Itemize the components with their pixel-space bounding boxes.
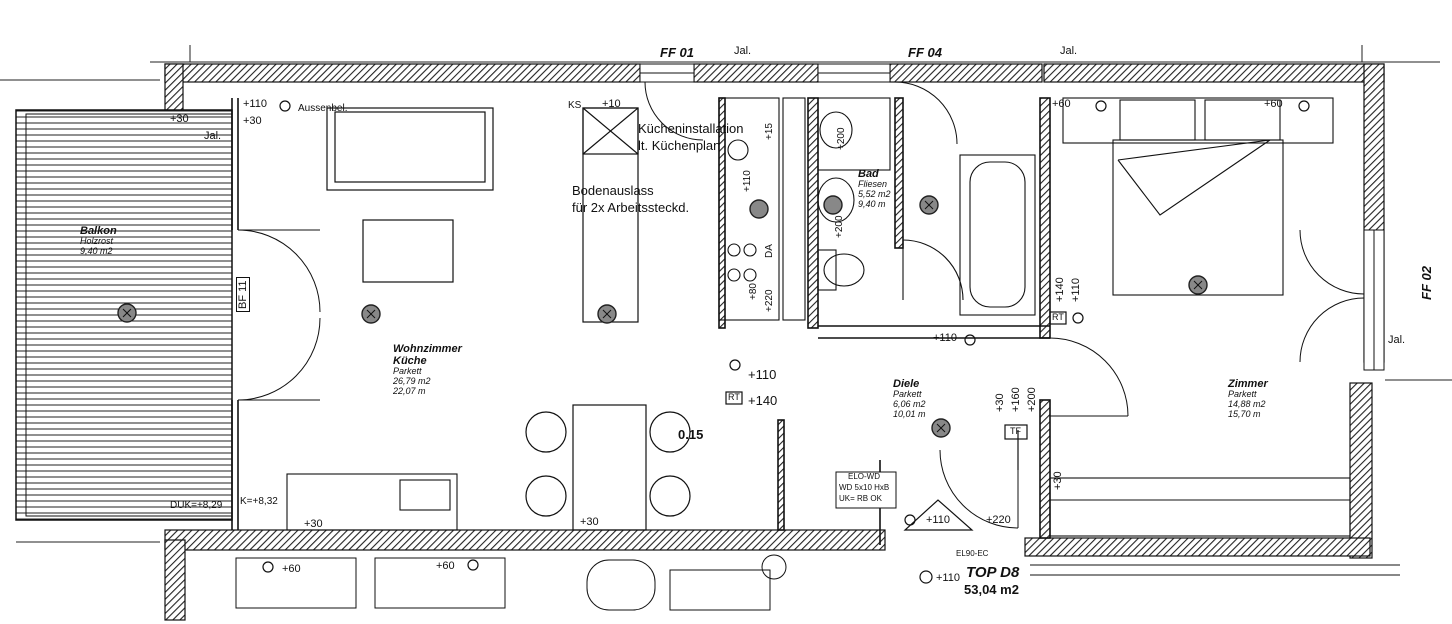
room-zimmer-name: Zimmer (1228, 378, 1268, 390)
unit-name: TOP D8 (966, 564, 1020, 581)
sofa (326, 107, 494, 191)
pos-p200: +200 (1026, 387, 1038, 412)
label-bodenauslass-1: Bodenauslass (572, 183, 654, 198)
wardrobe (1049, 477, 1351, 537)
room-zimmer-floor: Parkett (1228, 389, 1257, 400)
bath-fixtures (817, 97, 1036, 316)
pos-p60-bot-b: +60 (436, 560, 455, 572)
pos-p60-top-a: +60 (1052, 98, 1071, 110)
elo-box (835, 471, 897, 509)
room-wohnen-floor: Parkett (393, 366, 422, 377)
label-ks: KS (568, 100, 582, 111)
pos-p30-wall: +30 (1052, 471, 1064, 490)
pos-p60-bot-a: +60 (282, 563, 301, 575)
label-duk: DUK=+8,29 (170, 500, 223, 511)
light-crosses (122, 200, 1203, 433)
top-d8-prefix: EL90-EC (956, 549, 989, 558)
label-kitchen-install-2: lt. Küchenplan (638, 138, 721, 153)
label-jal-top1: Jal. (734, 45, 752, 57)
room-diele-area: 6,06 m2 (893, 398, 926, 409)
label-left-p30: +30 (170, 113, 189, 125)
room-balkon-name: Balkon (80, 225, 117, 237)
room-bad: Bad Fliesen 5,52 m2 9,40 m (858, 168, 891, 210)
lower-units (235, 554, 1400, 611)
label-bodenauslass-2: für 2x Arbeitssteckd. (572, 200, 690, 215)
room-balkon-area: 9,40 m2 (80, 245, 113, 256)
label-jal-right: Jal. (1388, 334, 1406, 346)
unit-area: 53,04 m2 (964, 582, 1019, 597)
sideboard (286, 473, 458, 531)
bed (1062, 97, 1334, 296)
bad-da: DA (764, 244, 775, 258)
dining-table (525, 404, 691, 531)
door-swings (237, 81, 1365, 529)
room-zimmer-area: 14,88 m2 (1228, 398, 1266, 409)
label-ff01: FF 01 (660, 45, 694, 60)
label-jal-left: Jal. (204, 130, 222, 142)
label-tf: TF (1010, 426, 1021, 436)
room-bad-floor: Fliesen (858, 179, 888, 190)
room-diele-name: Diele (893, 378, 920, 390)
room-diele: Diele Parkett 6,06 m2 10,01 m (893, 378, 926, 420)
pos-p140-r: +140 (1054, 277, 1066, 302)
pos-p110-bottom: +110 (926, 514, 950, 526)
label-aussen-p110: +110 (243, 98, 267, 110)
pos-p160: +160 (1010, 387, 1022, 412)
room-balkon-floor: Holzrost (80, 236, 114, 247)
label-rt-b: RT (1052, 312, 1064, 322)
balcony (15, 109, 233, 521)
dimension-lines (0, 45, 1452, 543)
pos-p60-top-b: +60 (1264, 98, 1283, 110)
room-bad-perim: 9,40 m (858, 198, 886, 209)
bad-vert-6: +220 (764, 289, 775, 312)
pos-p110-top-d8: +110 (936, 572, 960, 584)
bad-vert-1: +15 (764, 123, 775, 140)
pos-p110-r: +110 (1070, 278, 1082, 302)
pos-p140-mid: +140 (748, 393, 778, 408)
label-ks-p10: +10 (602, 98, 621, 110)
room-zimmer: Zimmer Parkett 14,88 m2 15,70 m (1228, 378, 1268, 420)
bad-vert-2: +200 (836, 127, 847, 150)
label-ff02: FF 02 (1419, 266, 1434, 300)
pos-p220: +220 (986, 514, 1011, 526)
exterior-walls (164, 63, 1385, 621)
room-wohnen: Wohnzimmer Küche Parkett 26,79 m2 22,07 … (393, 343, 462, 397)
room-wohnen-area: 26,79 m2 (393, 376, 431, 387)
coffee-table (362, 219, 454, 283)
label-rt-a: RT (728, 392, 740, 402)
label-kitchen-install-1: Kücheninstallation (638, 121, 744, 136)
elo-line2: UK= RB OK (839, 494, 882, 503)
pos-p30-diele: +30 (994, 393, 1006, 412)
room-diele-perim: 10,01 m (893, 408, 926, 419)
label-ff04: FF 04 (908, 45, 942, 60)
room-diele-floor: Parkett (893, 389, 922, 400)
bad-vert-3: +110 (742, 170, 753, 192)
pos-015: 0.15 (678, 427, 704, 442)
bad-vert-4: +200 (834, 215, 845, 238)
elo-title: ELO-WD (848, 472, 880, 481)
bad-vert-5: +80 (748, 283, 759, 300)
room-zimmer-perim: 15,70 m (1228, 408, 1261, 419)
kitchen-counter (718, 97, 806, 321)
label-aussenbel: Aussenbel. (298, 103, 348, 114)
room-balkon: Balkon Holzrost 9,40 m2 (80, 225, 117, 257)
label-k: K=+8,32 (240, 496, 278, 507)
label-bf11: BF 11 (236, 277, 251, 312)
label-aussen-p30: +30 (243, 115, 262, 127)
room-bad-name: Bad (858, 168, 879, 180)
interior-walls (231, 97, 1051, 545)
elo-line1: WD 5x10 HxB (839, 483, 890, 492)
room-wohnen-perim: 22,07 m (393, 385, 426, 396)
pos-p30-a: +30 (304, 518, 323, 530)
room-wohnen-name1: Wohnzimmer (393, 343, 462, 355)
label-jal-top2: Jal. (1060, 45, 1078, 57)
room-bad-area: 5,52 m2 (858, 188, 891, 199)
pos-p110-diele: +110 (933, 332, 957, 344)
electrical-symbols (262, 100, 1310, 584)
pos-p30-b: +30 (580, 516, 599, 528)
pos-p110-mid: +110 (748, 367, 777, 382)
room-wohnen-name2: Küche (393, 355, 427, 368)
windows (639, 63, 1385, 371)
